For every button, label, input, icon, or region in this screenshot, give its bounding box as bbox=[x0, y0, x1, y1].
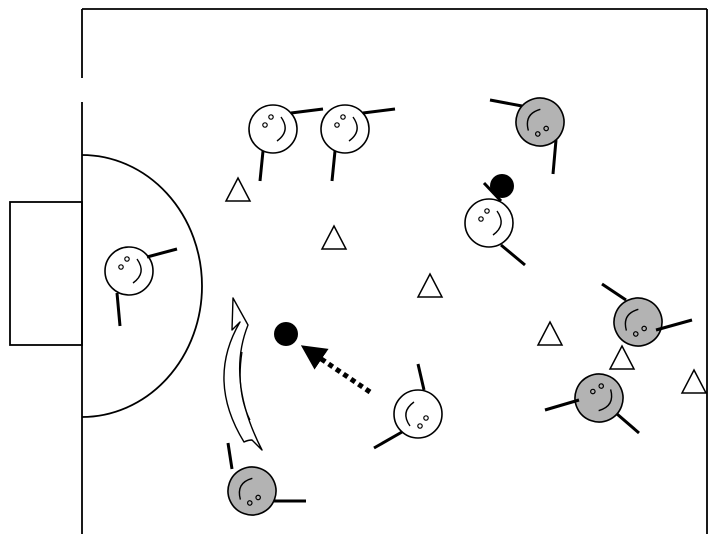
white-player bbox=[248, 104, 324, 182]
white-player bbox=[464, 181, 526, 267]
cone-marker bbox=[681, 369, 707, 394]
cone-marker bbox=[537, 321, 563, 346]
grey-player bbox=[544, 366, 640, 435]
field-lines bbox=[9, 8, 708, 534]
grey-player bbox=[220, 442, 306, 523]
goalkeeper-player bbox=[104, 246, 178, 327]
cone-marker bbox=[225, 177, 251, 202]
dotted-pass-arrow bbox=[300, 345, 372, 395]
curved-run-arrow-inner bbox=[239, 351, 251, 421]
penalty-arc bbox=[81, 154, 203, 418]
grey-player bbox=[489, 90, 572, 175]
cones bbox=[225, 177, 707, 394]
white-player bbox=[320, 104, 396, 182]
cone-marker bbox=[609, 345, 635, 370]
curved-run-arrow bbox=[223, 297, 263, 451]
cone-marker bbox=[417, 273, 443, 298]
ball bbox=[490, 174, 514, 198]
goal-box bbox=[9, 201, 83, 346]
cone-marker bbox=[321, 225, 347, 250]
white-player bbox=[373, 363, 443, 450]
ball bbox=[274, 322, 298, 346]
grey-player bbox=[601, 282, 693, 354]
